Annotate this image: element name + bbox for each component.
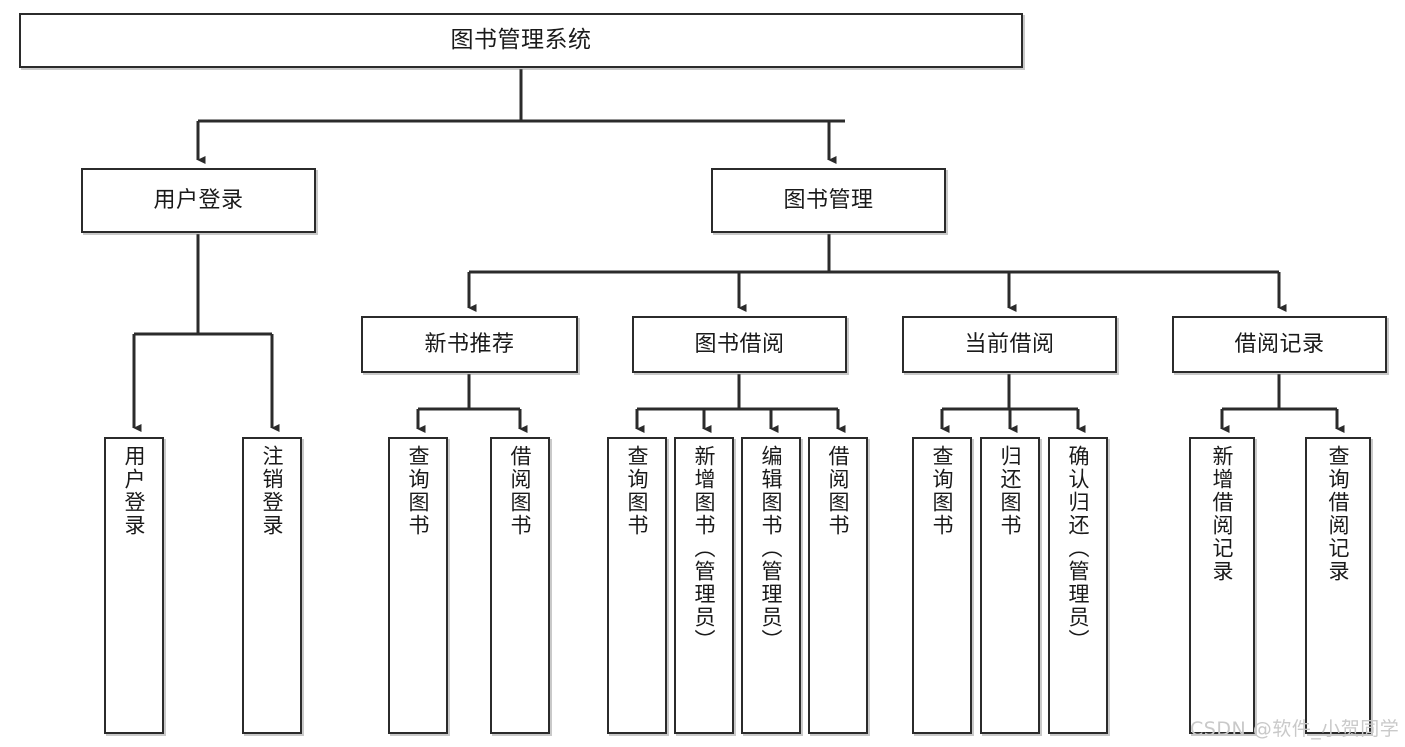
- node-borrow-record[interactable]: 借阅记录: [1172, 316, 1387, 373]
- node-leaf-confirm-return-label: 确认归还（管理员）: [1066, 445, 1091, 652]
- node-borrow-record-label: 借阅记录: [1234, 331, 1325, 357]
- node-root-label: 图书管理系统: [450, 26, 592, 53]
- node-leaf-add-borrow-record[interactable]: 新增借阅记录: [1189, 437, 1255, 734]
- node-leaf-logout-login-label: 注销登录: [260, 445, 285, 537]
- node-book-borrow-label: 图书借阅: [694, 331, 785, 357]
- node-leaf-borrow-book-2[interactable]: 借阅图书: [808, 437, 868, 734]
- node-leaf-confirm-return[interactable]: 确认归还（管理员）: [1048, 437, 1108, 734]
- csdn-watermark: CSDN @软件_小贺同学: [1190, 718, 1400, 740]
- node-leaf-borrow-book-1[interactable]: 借阅图书: [490, 437, 550, 734]
- node-leaf-user-login[interactable]: 用户登录: [104, 437, 164, 734]
- node-user-login-label: 用户登录: [153, 187, 244, 213]
- node-leaf-query-book-2[interactable]: 查询图书: [607, 437, 667, 734]
- node-leaf-query-book-3-label: 查询图书: [930, 445, 955, 537]
- node-leaf-logout-login[interactable]: 注销登录: [242, 437, 302, 734]
- node-new-book-recommend-label: 新书推荐: [424, 331, 515, 357]
- node-book-borrow[interactable]: 图书借阅: [632, 316, 847, 373]
- node-leaf-user-login-label: 用户登录: [122, 445, 147, 537]
- node-leaf-add-book[interactable]: 新增图书（管理员）: [674, 437, 734, 734]
- node-leaf-query-book-3[interactable]: 查询图书: [912, 437, 972, 734]
- node-leaf-return-book-label: 归还图书: [998, 445, 1023, 537]
- node-leaf-edit-book-label: 编辑图书（管理员）: [759, 445, 784, 652]
- node-user-login[interactable]: 用户登录: [81, 168, 316, 233]
- node-leaf-return-book[interactable]: 归还图书: [980, 437, 1040, 734]
- node-current-borrow-label: 当前借阅: [964, 331, 1055, 357]
- node-leaf-add-book-label: 新增图书（管理员）: [692, 445, 717, 652]
- node-leaf-query-borrow-record[interactable]: 查询借阅记录: [1305, 437, 1371, 734]
- node-leaf-query-book-1[interactable]: 查询图书: [388, 437, 448, 734]
- node-leaf-query-book-1-label: 查询图书: [406, 445, 431, 537]
- node-leaf-edit-book[interactable]: 编辑图书（管理员）: [741, 437, 801, 734]
- node-new-book-recommend[interactable]: 新书推荐: [361, 316, 578, 373]
- node-current-borrow[interactable]: 当前借阅: [902, 316, 1117, 373]
- node-root[interactable]: 图书管理系统: [19, 13, 1023, 68]
- node-leaf-query-borrow-record-label: 查询借阅记录: [1326, 445, 1351, 583]
- node-leaf-borrow-book-1-label: 借阅图书: [508, 445, 533, 537]
- node-book-management[interactable]: 图书管理: [711, 168, 946, 233]
- node-leaf-borrow-book-2-label: 借阅图书: [826, 445, 851, 537]
- node-book-management-label: 图书管理: [783, 187, 874, 213]
- node-leaf-query-book-2-label: 查询图书: [625, 445, 650, 537]
- node-leaf-add-borrow-record-label: 新增借阅记录: [1210, 445, 1235, 583]
